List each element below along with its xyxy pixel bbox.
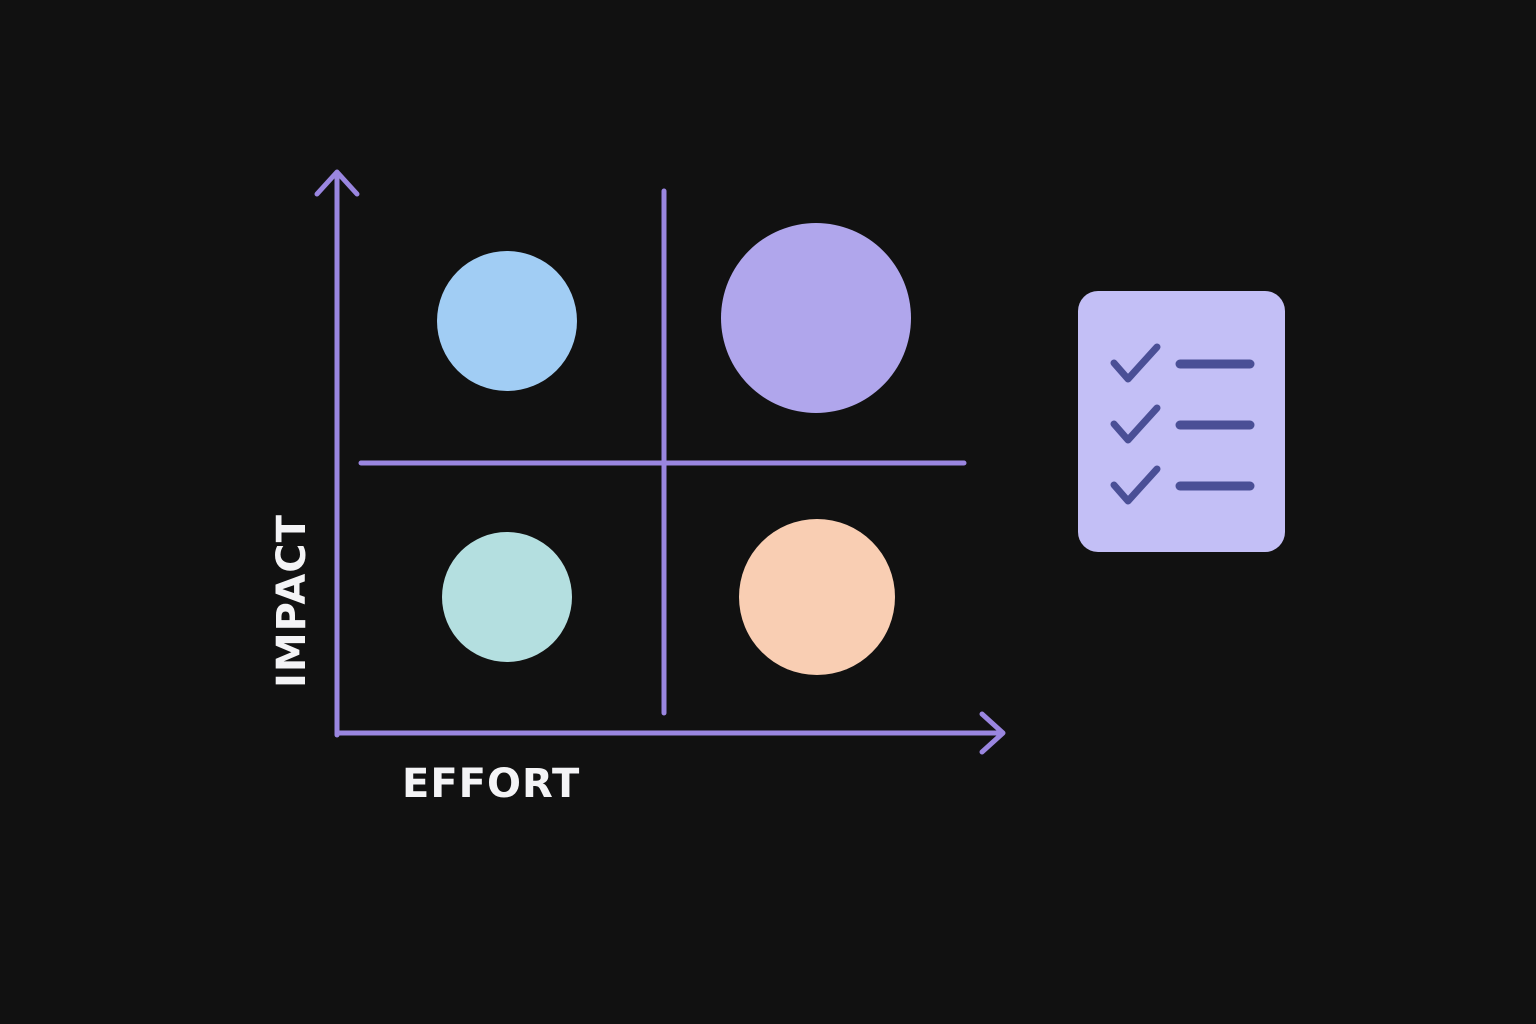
check-mark-2 bbox=[1110, 404, 1161, 444]
check-mark-3 bbox=[1110, 465, 1161, 505]
quadrant-top-right-circle bbox=[721, 223, 911, 413]
quadrant-top-left-circle bbox=[437, 251, 577, 391]
quadrant-bottom-left-circle bbox=[442, 532, 572, 662]
quadrant-bottom-right-circle bbox=[739, 519, 895, 675]
y-axis-arrowhead bbox=[314, 169, 360, 197]
x-axis-arrowhead bbox=[979, 711, 1006, 755]
check-mark-1 bbox=[1110, 343, 1161, 383]
y-axis-label: IMPACT bbox=[269, 514, 315, 688]
checklist-icon bbox=[1078, 291, 1285, 552]
x-axis-label: EFFORT bbox=[402, 761, 580, 807]
